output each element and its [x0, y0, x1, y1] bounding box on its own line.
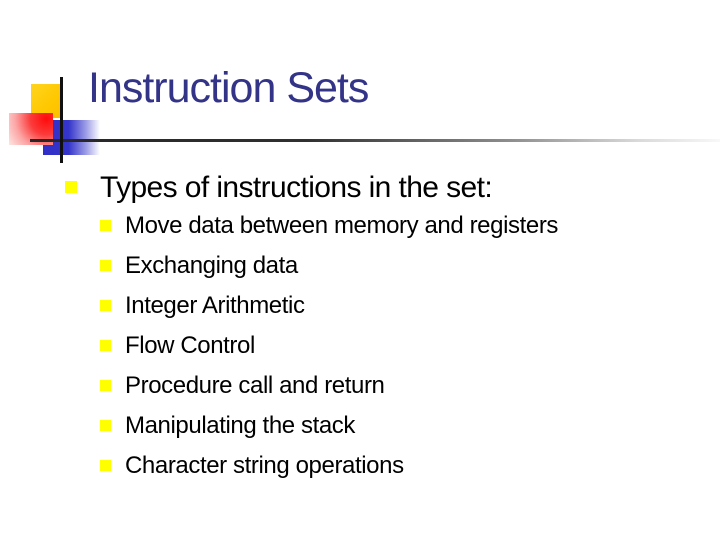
bullet-square-icon	[100, 380, 111, 391]
list-item: Character string operations	[100, 450, 700, 490]
bullet-square-icon	[100, 220, 111, 231]
sub-bullet-text: Procedure call and return	[125, 372, 385, 399]
sub-bullet-text: Integer Arithmetic	[125, 292, 305, 319]
list-item: Move data between memory and registers	[100, 210, 700, 250]
main-bullet-row: Types of instructions in the set:	[65, 170, 493, 206]
bullet-square-icon	[100, 340, 111, 351]
bullet-square-icon	[100, 260, 111, 271]
list-item: Flow Control	[100, 330, 700, 370]
bullet-square-icon	[65, 181, 77, 193]
list-item: Integer Arithmetic	[100, 290, 700, 330]
bullet-square-icon	[100, 460, 111, 471]
sub-bullet-text: Move data between memory and registers	[125, 212, 559, 239]
list-item: Exchanging data	[100, 250, 700, 290]
sub-bullet-text: Exchanging data	[125, 252, 298, 279]
sub-bullet-text: Manipulating the stack	[125, 412, 356, 439]
sub-bullet-text: Character string operations	[125, 452, 404, 479]
bullet-square-icon	[100, 300, 111, 311]
bullet-square-icon	[100, 420, 111, 431]
sub-bullet-list: Move data between memory and registers E…	[100, 210, 700, 490]
decoration-vertical-rule	[60, 77, 63, 163]
decoration-horizontal-rule	[30, 139, 720, 142]
main-bullet-text: Types of instructions in the set:	[100, 171, 493, 204]
list-item: Manipulating the stack	[100, 410, 700, 450]
sub-bullet-text: Flow Control	[125, 332, 255, 359]
decoration-yellow-square	[31, 84, 62, 118]
slide-title: Instruction Sets	[88, 64, 369, 112]
list-item: Procedure call and return	[100, 370, 700, 410]
